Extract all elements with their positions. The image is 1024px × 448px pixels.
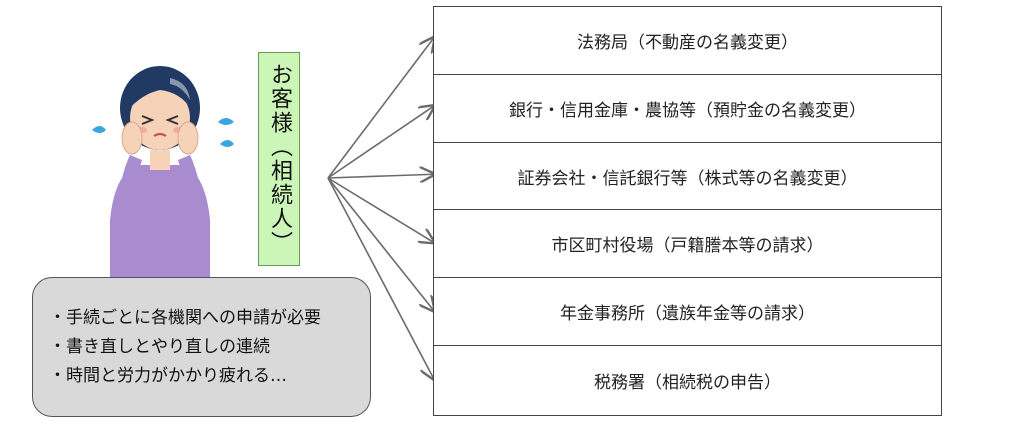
sweat-drop-left: [92, 126, 106, 133]
arrow-to-agency-3: [327, 177, 434, 243]
eye-left: [141, 115, 155, 125]
agency-row-legal-affairs: 法務局（不動産の名義変更）: [434, 7, 941, 75]
note-line: ・時間と労力がかかり疲れる…: [49, 366, 287, 386]
burden-notes-box: ・手続ごとに各機関への申請が必要 ・書き直しとやり直しの連続 ・時間と労力がかか…: [32, 277, 371, 417]
right-arm: [178, 155, 205, 235]
note-line: ・手続ごとに各機関への申請が必要: [49, 308, 321, 328]
hair-highlight: [170, 78, 190, 100]
customer-box: お客様（相続人）: [258, 52, 300, 266]
note-line: ・書き直しとやり直しの連続: [49, 337, 270, 357]
hand-left: [121, 121, 143, 155]
eye-right: [165, 115, 179, 125]
agency-row-pension-office: 年金事務所（遺族年金等の請求）: [434, 278, 941, 347]
customer-label: お客様（相続人）: [267, 63, 292, 255]
agency-row-municipal-office: 市区町村役場（戸籍謄本等の請求）: [434, 210, 941, 279]
worried-person-illustration: [92, 66, 234, 280]
agency-table: 法務局（不動産の名義変更） 銀行・信用金庫・農協等（預貯金の名義変更） 証券会社…: [433, 6, 942, 416]
sweater: [110, 165, 210, 280]
sweat-drop-right-2: [220, 140, 234, 147]
hand-right: [177, 121, 199, 155]
neck: [150, 150, 170, 170]
agency-row-banks: 銀行・信用金庫・農協等（預貯金の名義変更）: [434, 75, 941, 143]
agency-row-tax-office: 税務署（相続税の申告）: [594, 372, 781, 393]
arrow-to-agency-2: [327, 174, 434, 178]
face: [130, 86, 190, 150]
agency-row-securities: 証券会社・信託銀行等（株式等の名義変更）: [434, 143, 941, 211]
sweat-drop-right: [218, 118, 234, 125]
arrow-to-agency-5: [327, 177, 434, 379]
left-arm: [115, 155, 142, 235]
mouth: [153, 133, 167, 137]
arrow-to-agency-0: [327, 38, 434, 179]
arrow-to-agency-4: [327, 177, 434, 311]
arrow-to-agency-1: [327, 106, 434, 179]
